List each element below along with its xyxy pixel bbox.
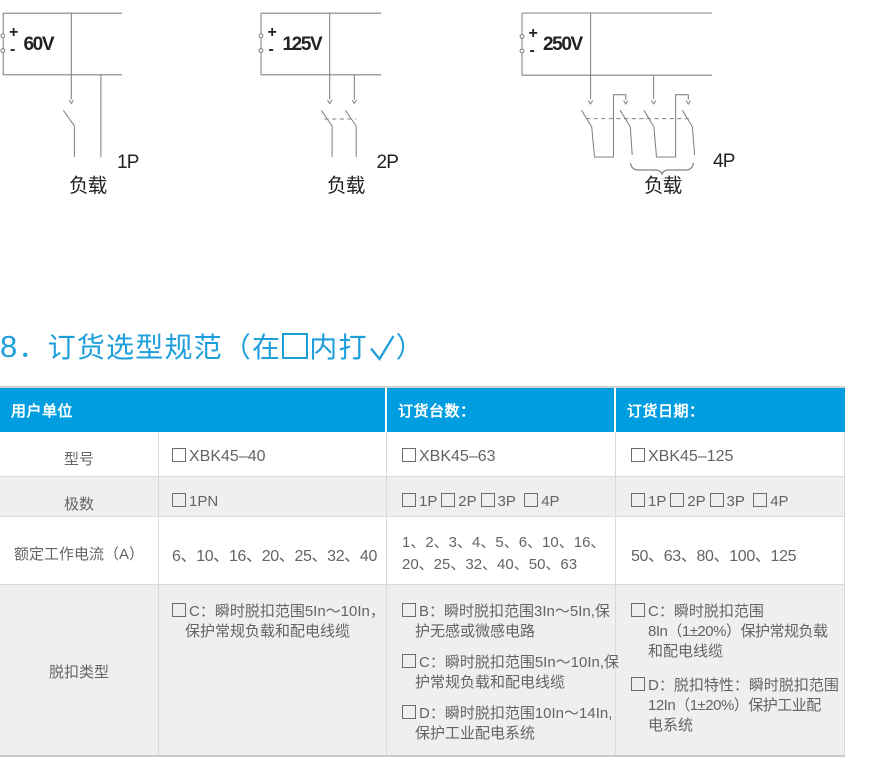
svg-text:负载: 负载: [644, 175, 682, 197]
svg-text:1P: 1P: [117, 152, 139, 173]
svg-text:+: +: [268, 24, 277, 41]
svg-text:125V: 125V: [283, 34, 324, 55]
svg-text:2P: 2P: [377, 152, 399, 173]
svg-text:-: -: [10, 41, 15, 58]
svg-text:-: -: [269, 41, 274, 58]
svg-text:+: +: [9, 24, 18, 41]
svg-text:250V: 250V: [543, 34, 584, 55]
svg-text:负载: 负载: [69, 175, 107, 197]
svg-text:4P: 4P: [713, 151, 735, 172]
svg-text:60V: 60V: [24, 34, 55, 55]
svg-text:+: +: [529, 25, 538, 42]
svg-text:-: -: [530, 42, 535, 59]
svg-text:负载: 负载: [327, 175, 365, 197]
